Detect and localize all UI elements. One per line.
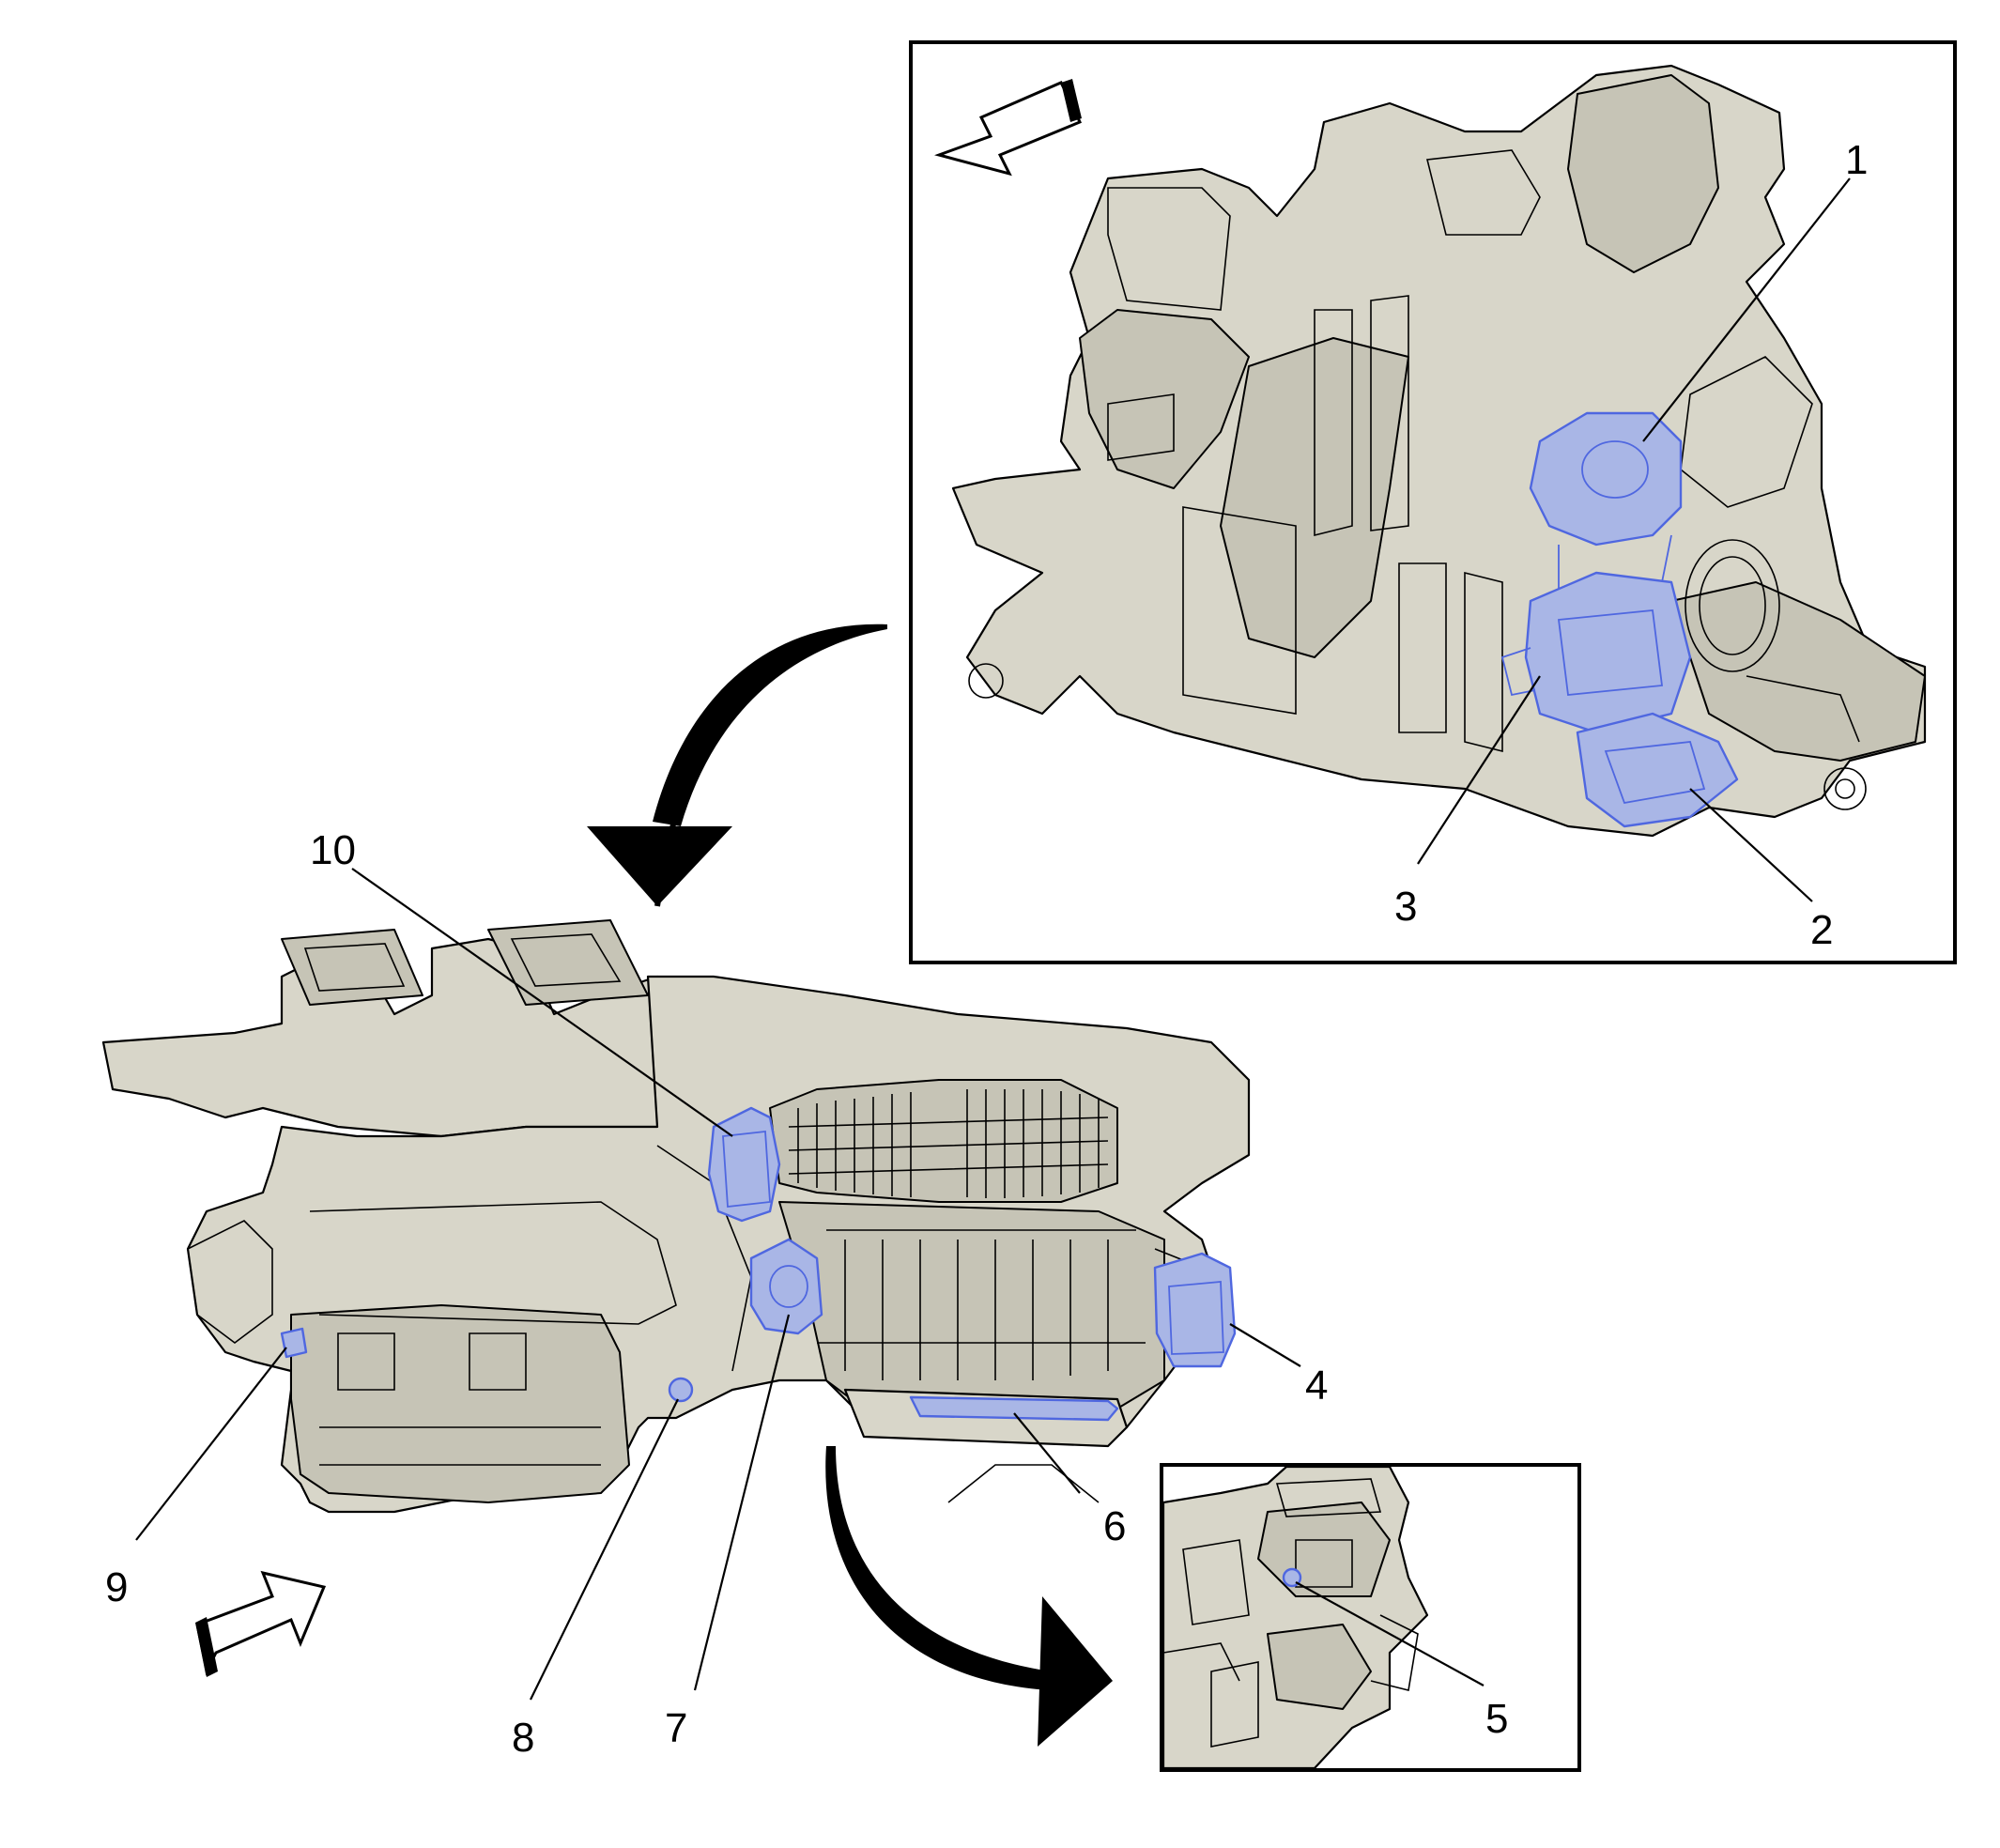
curved-arrow-down-icon xyxy=(587,624,887,907)
leader-4 xyxy=(1229,1323,1301,1367)
callout-10: 10 xyxy=(310,827,356,873)
actuator-8 xyxy=(668,1377,694,1403)
actuator-7 xyxy=(749,1238,823,1335)
actuator-2 xyxy=(1576,712,1739,828)
callout-5: 5 xyxy=(1485,1696,1508,1742)
leader-6 xyxy=(1013,1412,1081,1494)
leader-10 xyxy=(351,868,733,1137)
actuator-6 xyxy=(909,1395,1119,1422)
actuator-3 xyxy=(1500,571,1692,734)
leader-9 xyxy=(135,1347,287,1541)
actuator-1 xyxy=(1529,411,1683,593)
main-hvac-housing xyxy=(101,919,1251,1514)
leader-2 xyxy=(1689,788,1813,902)
callout-7: 7 xyxy=(665,1705,687,1751)
hollow-arrow-left-icon xyxy=(934,79,1083,177)
callout-3: 3 xyxy=(1394,884,1417,930)
callout-8: 8 xyxy=(512,1715,534,1761)
leader-5 xyxy=(1295,1581,1485,1686)
leader-7 xyxy=(693,1314,791,1691)
curved-arrow-right-icon xyxy=(825,1446,1113,1747)
top-detail-inset: 1 2 3 xyxy=(909,40,1957,964)
leader-3 xyxy=(1417,675,1541,865)
callout-2: 2 xyxy=(1810,907,1833,953)
callout-9: 9 xyxy=(105,1564,128,1610)
actuator-10 xyxy=(707,1106,781,1223)
callout-6: 6 xyxy=(1103,1503,1126,1549)
actuator-9 xyxy=(280,1327,308,1359)
callout-4: 4 xyxy=(1305,1363,1328,1409)
leader-8 xyxy=(530,1398,679,1701)
actuator-4 xyxy=(1153,1252,1237,1368)
vent-grille xyxy=(788,1089,1109,1198)
leader-1 xyxy=(1642,177,1851,442)
callout-1: 1 xyxy=(1845,137,1868,183)
hollow-arrow-right-icon xyxy=(195,1570,327,1677)
bottom-detail-inset: 5 xyxy=(1160,1463,1581,1772)
